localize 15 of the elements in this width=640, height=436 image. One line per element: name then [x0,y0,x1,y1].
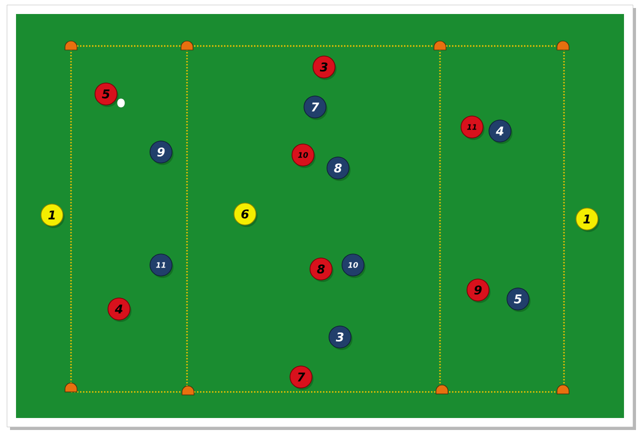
player-disc: 5 [94,82,118,107]
player-disc: 1 [576,208,600,232]
player-disc: 1 [40,204,64,228]
player-disc: 8 [310,258,334,282]
player-disc: 4 [488,120,512,144]
player-disc: 3 [328,326,352,350]
player-disc: 6 [234,202,258,227]
player-disc: 8 [326,156,350,181]
player-disc: 5 [506,288,530,312]
player-disc: 3 [312,56,336,80]
player-disc: 7 [290,366,314,390]
player-disc: 7 [304,96,328,120]
player-disc: 9 [150,140,174,165]
player-disc: 4 [108,298,132,322]
player-disc: 9 [466,278,490,303]
